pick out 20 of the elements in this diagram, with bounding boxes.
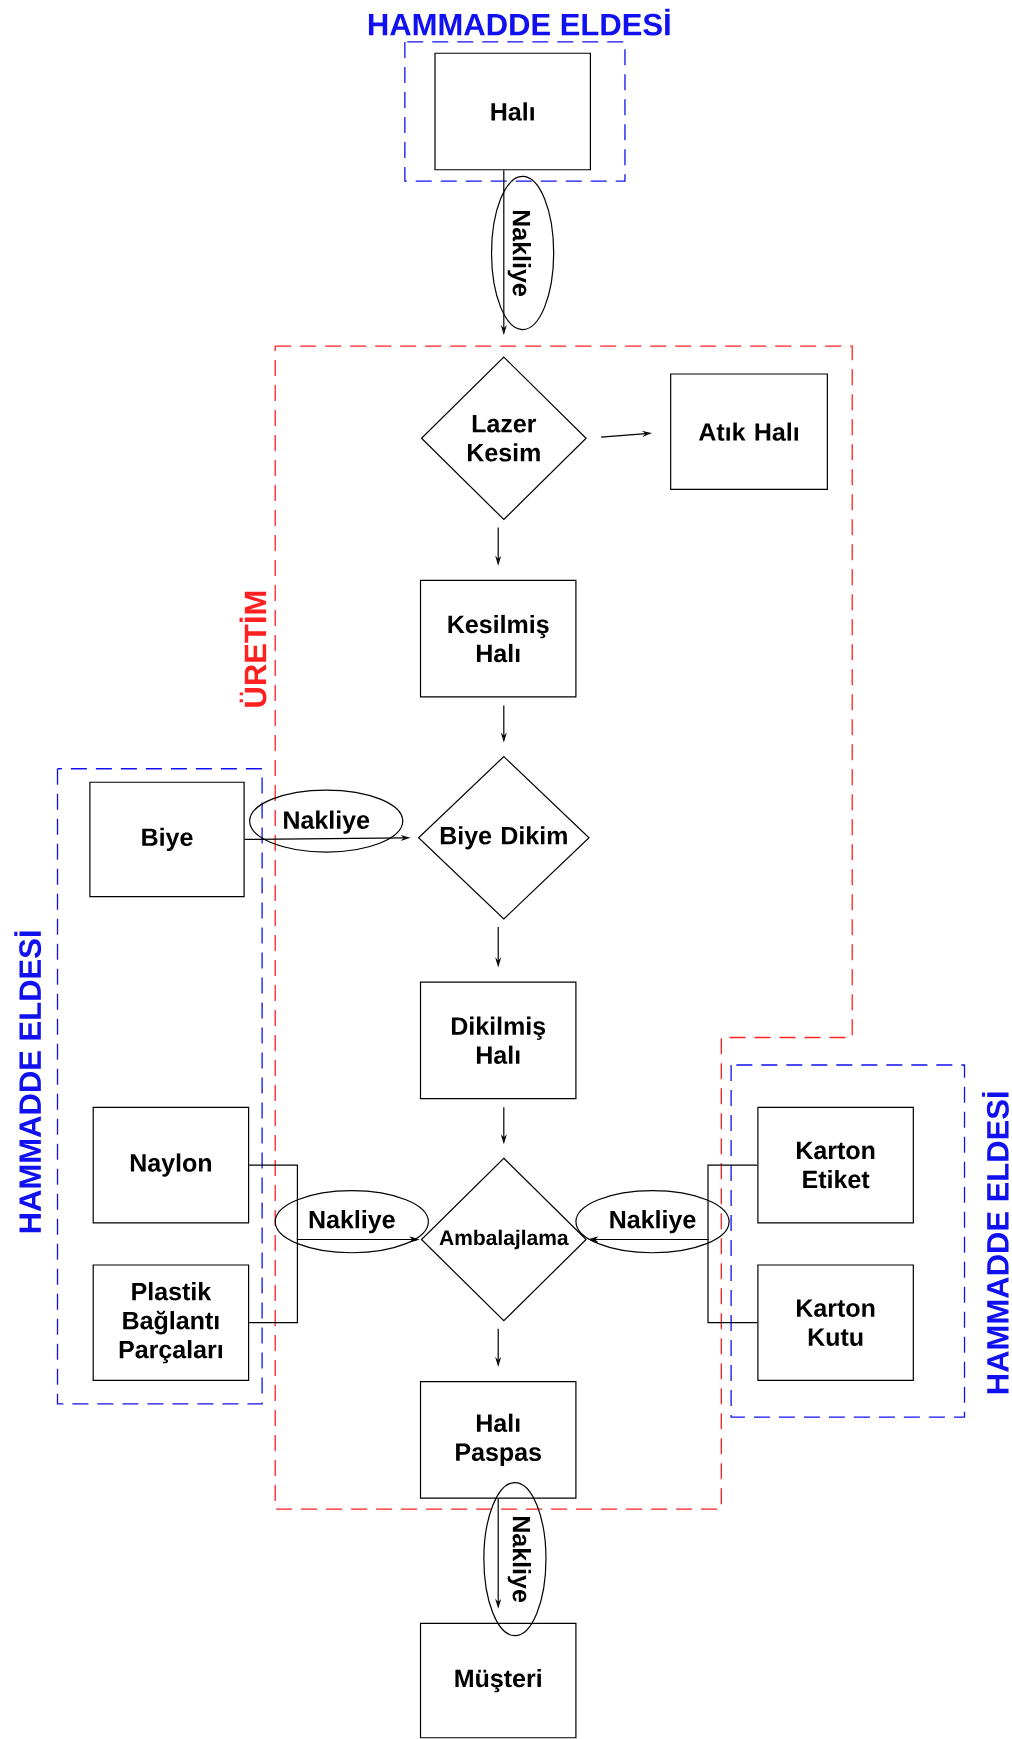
process-box: Plastik Bağlantı Parçaları (92, 1264, 250, 1381)
process-box: Karton Etiket (757, 1106, 914, 1224)
process-box: Halı (434, 52, 591, 171)
process-box: Karton Kutu (757, 1264, 914, 1381)
edge-label: Nakliye (483, 1481, 547, 1637)
edge-label: Nakliye (274, 1190, 429, 1254)
process-box: Halı Paspas (419, 1380, 577, 1499)
process-box: Naylon (92, 1106, 250, 1224)
process-box: Dikilmiş Halı (419, 981, 577, 1100)
node-label: HAMMADDE ELDESİ (368, 8, 670, 36)
node-label: HAMMADDE ELDESİ (981, 1092, 1009, 1394)
node-label: HAMMADDE ELDESİ (14, 931, 42, 1233)
process-box: Müşteri (419, 1622, 577, 1739)
process-box: Biye (89, 781, 245, 898)
node-label: ÜRETİM (239, 591, 267, 707)
process-box: Kesilmiş Halı (419, 579, 577, 698)
edge-label: Nakliye (490, 175, 555, 331)
edge-label: Nakliye (249, 789, 404, 853)
process-box: Atık Halı (670, 373, 828, 490)
edge-label: Nakliye (575, 1190, 730, 1254)
